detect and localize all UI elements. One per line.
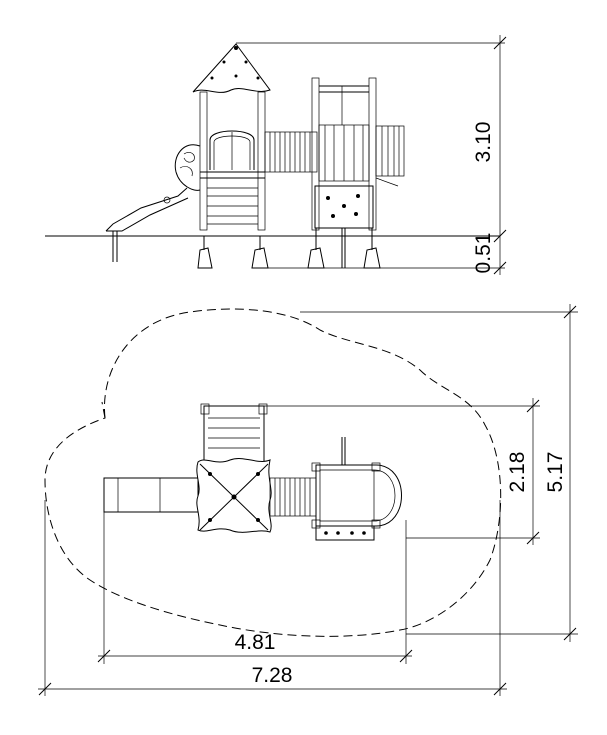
tunnel-elevation bbox=[264, 131, 318, 173]
dim-depth-outer: 5.17 bbox=[544, 452, 567, 493]
elevation-dimensions bbox=[236, 35, 507, 275]
slide-elevation bbox=[105, 187, 189, 262]
second-tower bbox=[307, 77, 405, 269]
slide-plan bbox=[103, 477, 199, 513]
dim-height-base: 0.51 bbox=[472, 233, 495, 274]
elevation-view: 3.10 0.51 bbox=[45, 35, 507, 275]
dim-width-outer: 7.28 bbox=[252, 664, 293, 687]
tower-plan bbox=[196, 458, 272, 533]
plan-view: 4.81 7.28 2.18 5.17 bbox=[38, 304, 578, 696]
dim-width-inner: 4.81 bbox=[235, 631, 276, 654]
tunnel-plan bbox=[269, 477, 317, 517]
ladder-plan bbox=[200, 403, 268, 463]
climbing-disc bbox=[174, 144, 201, 191]
dim-depth-inner: 2.18 bbox=[506, 452, 529, 493]
dim-height-total: 3.10 bbox=[472, 122, 495, 163]
plan-dimensions bbox=[38, 304, 578, 696]
tower-posts bbox=[197, 91, 269, 269]
deck-plan bbox=[311, 437, 402, 541]
roof-elevation bbox=[192, 43, 271, 93]
safety-zone-outline bbox=[44, 308, 502, 637]
